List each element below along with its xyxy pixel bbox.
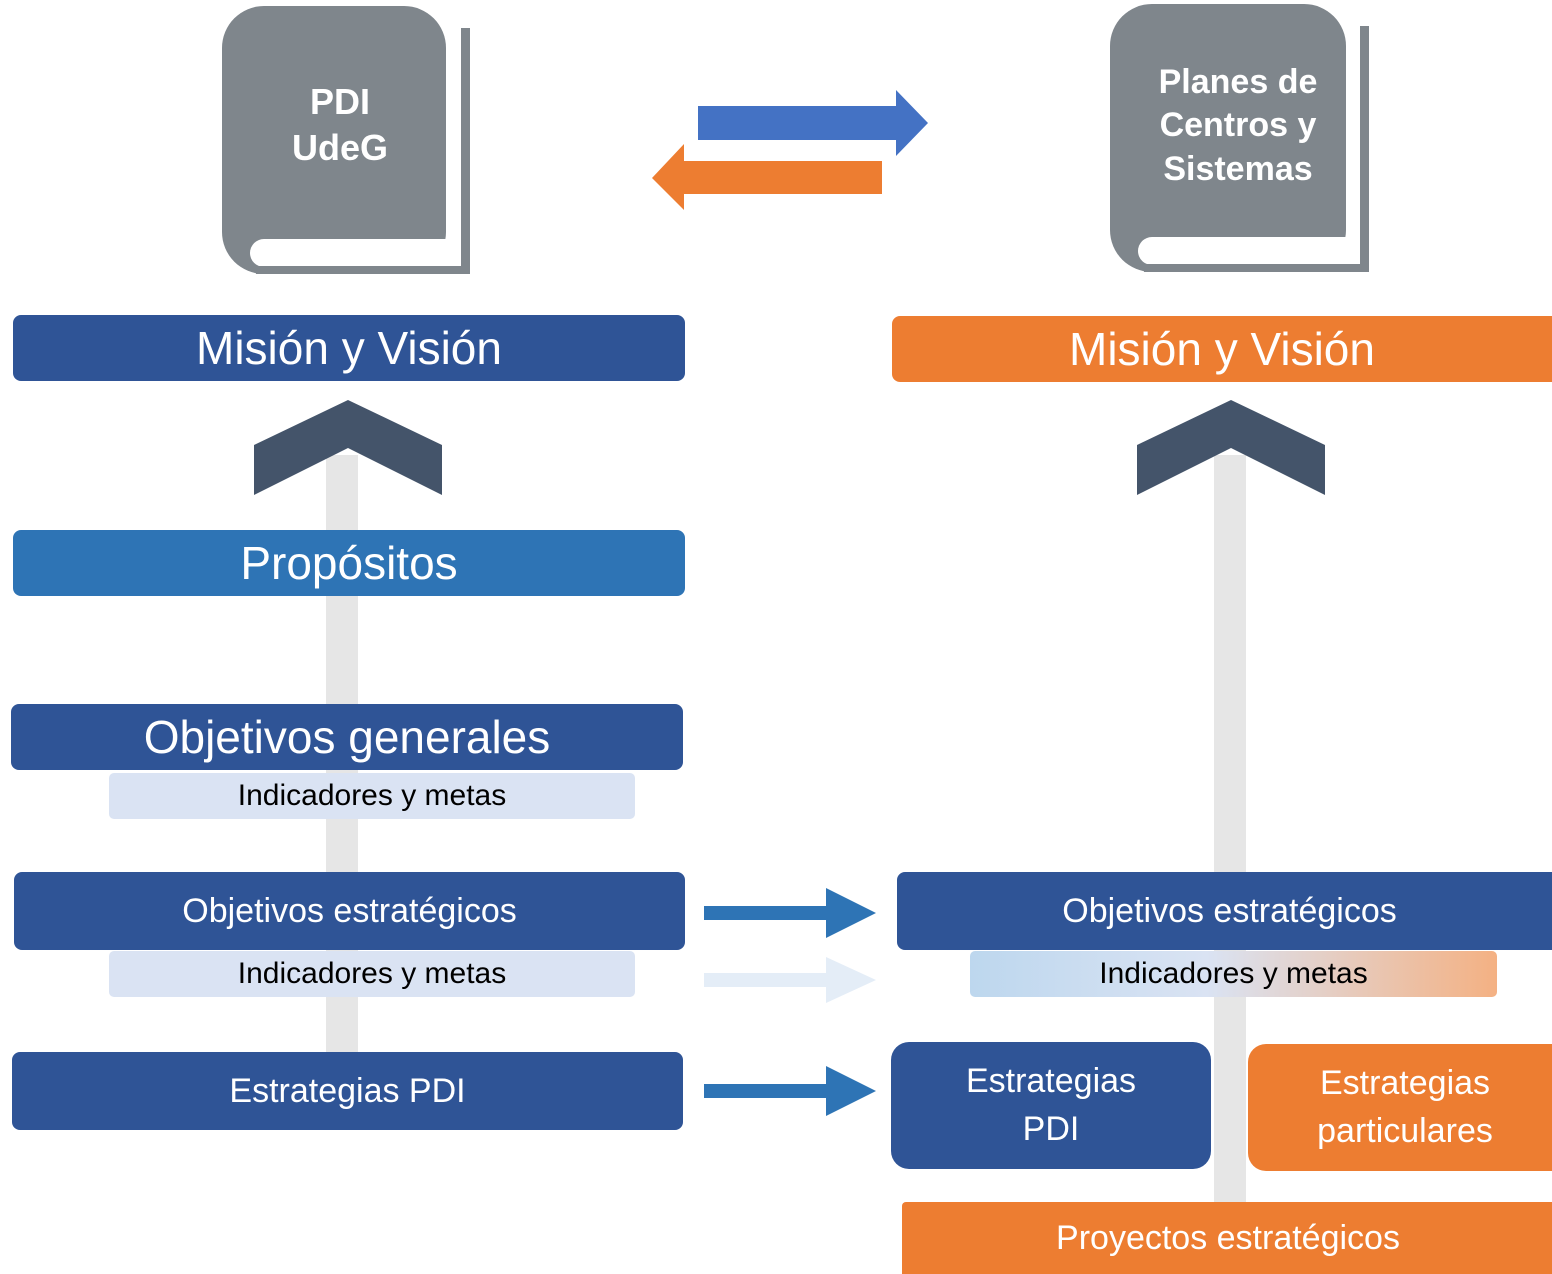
right-mision-vision-label: Misión y Visión (1069, 323, 1375, 375)
arrow-right-icon-estrategias (704, 1066, 876, 1116)
left-objetivos-estrategicos-label: Objetivos estratégicos (182, 891, 517, 930)
right-book-line-1: Planes de (1158, 62, 1318, 101)
exchange-arrows-icon (652, 90, 928, 210)
left-book-icon (222, 6, 470, 274)
left-indicadores-label-1: Indicadores y metas (237, 779, 507, 812)
right-estrategias-pdi-box: Estrategias PDI (891, 1042, 1211, 1169)
right-indicadores-label: Indicadores y metas (1099, 957, 1368, 990)
left-indicadores-box-2: Indicadores y metas (109, 951, 635, 997)
left-book-line-2: UdeG (291, 127, 388, 168)
right-objetivos-estrategicos-label: Objetivos estratégicos (1062, 891, 1397, 930)
left-book-title: PDI UdeG (222, 60, 458, 190)
right-book-line-3: Sistemas (1163, 149, 1313, 188)
left-propositos-label: Propósitos (240, 537, 458, 589)
left-estrategias-pdi-label: Estrategias PDI (229, 1071, 466, 1110)
right-proyectos-box: Proyectos estratégicos (902, 1202, 1552, 1274)
left-estrategias-pdi-box: Estrategias PDI (12, 1052, 683, 1130)
left-indicadores-box-1: Indicadores y metas (109, 773, 635, 819)
left-mision-vision-box: Misión y Visión (13, 315, 685, 381)
right-estrategias-particulares-box: Estrategias particulares (1248, 1044, 1552, 1171)
right-chevron-up-icon (1137, 400, 1325, 495)
right-estrategias-pdi-line-1: Estrategias (965, 1061, 1137, 1100)
left-objetivos-generales-box: Objetivos generales (11, 704, 683, 770)
left-book-line-1: PDI (309, 80, 370, 122)
left-propositos-box: Propósitos (13, 530, 685, 596)
left-objetivos-estrategicos-box: Objetivos estratégicos (14, 872, 685, 950)
right-book-icon (1110, 4, 1369, 272)
right-vertical-track (1214, 455, 1246, 1215)
arrow-right-icon-objetivos (704, 888, 876, 938)
right-proyectos-label: Proyectos estratégicos (1056, 1218, 1400, 1257)
right-objetivos-estrategicos-box: Objetivos estratégicos (897, 872, 1552, 950)
right-book-title: Planes de Centros y Sistemas (1110, 46, 1366, 206)
right-book-line-2: Centros y (1159, 106, 1317, 145)
arrow-right-icon-indicadores (704, 957, 876, 1003)
left-mision-vision-label: Misión y Visión (196, 322, 502, 374)
right-estrategias-particulares-line-1: Estrategias (1319, 1063, 1491, 1102)
right-indicadores-box: Indicadores y metas (970, 951, 1497, 997)
right-estrategias-pdi-line-2: PDI (1022, 1109, 1080, 1148)
left-objetivos-generales-label: Objetivos generales (143, 711, 551, 763)
left-chevron-up-icon (254, 400, 442, 495)
right-mision-vision-box: Misión y Visión (892, 316, 1552, 382)
left-indicadores-label-2: Indicadores y metas (237, 957, 507, 990)
right-estrategias-particulares-line-2: particulares (1317, 1111, 1493, 1150)
